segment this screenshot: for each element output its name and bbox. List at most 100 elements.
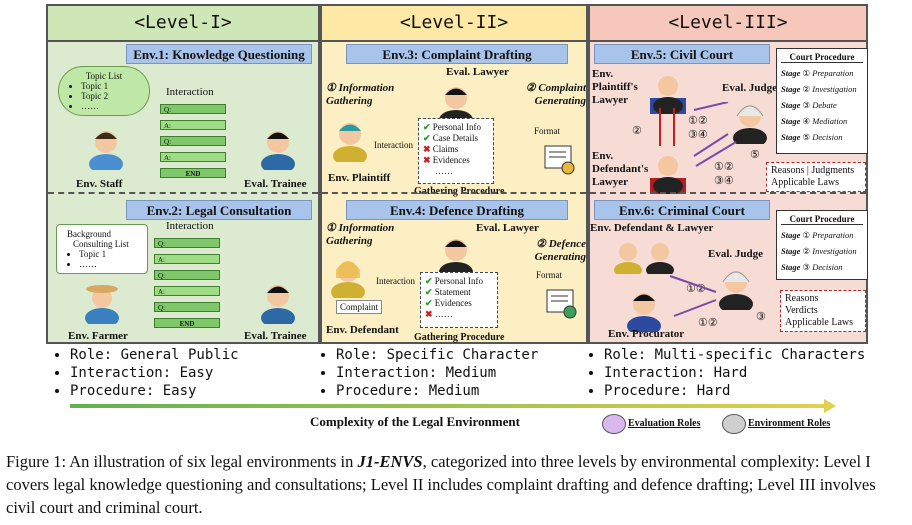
cloud-title: Topic List (85, 71, 123, 81)
env5-step-num: ③④ (714, 175, 734, 187)
eval-role-legend: Evaluation Roles (628, 418, 701, 429)
trait: Interaction: Easy (70, 364, 239, 382)
env2-end: END (154, 318, 220, 328)
env6-title: Env.6: Criminal Court (594, 200, 770, 220)
level-3-traits: Role: Multi-specific Characters Interact… (586, 346, 865, 400)
env5-step-num: ⑤ (750, 149, 760, 161)
env5-step-num: ①② (688, 115, 708, 127)
env3-checklist: ✔ Personal Info ✔ Case Details ✖ Claims … (418, 118, 494, 184)
checklist-item: …… (435, 166, 453, 176)
defendant-lawyer-avatar (650, 156, 686, 194)
stage-name: Investigation (812, 84, 857, 94)
card-item: …… (79, 259, 137, 269)
env6-procurator-label: Env. Procurator (608, 328, 685, 340)
stage-num: ② (802, 84, 811, 94)
env-role-swatch (722, 414, 746, 434)
procedure-title: Court Procedure (781, 214, 863, 225)
stage-word: Stage (781, 116, 801, 126)
env4-title: Env.4: Defence Drafting (346, 200, 568, 220)
trait: Role: General Public (70, 346, 239, 364)
stage-word: Stage (781, 132, 801, 142)
eval-role-swatch (602, 414, 626, 434)
env4-format-label: Format (536, 270, 562, 280)
cloud-item: Topic 2 (81, 91, 139, 101)
env5-title: Env.5: Civil Court (594, 44, 770, 64)
level-2-divider (322, 192, 586, 194)
env5-result-box: Reasons | Judgments Applicable Laws (766, 162, 866, 192)
env4-checklist: ✔ Personal Info ✔ Statement ✔ Evidences … (420, 272, 498, 328)
caption-name: J1-ENVS (357, 452, 423, 471)
stage-name: Mediation (812, 116, 848, 126)
stage-num: ② (802, 246, 811, 256)
trait: Interaction: Hard (604, 364, 865, 382)
stage-name: Investigation (812, 246, 857, 256)
level-3-divider (590, 192, 866, 194)
checklist-item: Personal Info (432, 122, 482, 132)
checklist-item: Statement (434, 287, 471, 297)
env3-format-label: Format (534, 126, 560, 136)
procedure-title: Court Procedure (781, 52, 863, 63)
complexity-arrow-head (824, 399, 836, 413)
stage-word: Stage (781, 68, 801, 78)
farmer-avatar (85, 285, 119, 324)
trainee-avatar (261, 131, 295, 170)
env-role-legend: Environment Roles (748, 418, 831, 429)
env1-interaction-label: Interaction (166, 86, 214, 98)
trait: Procedure: Hard (604, 382, 865, 400)
level-3-panel: <Level-III> Env.5: Civil Court Env. Plai… (588, 4, 868, 344)
env3-lawyer-label: Eval. Lawyer (446, 66, 509, 78)
trainee-avatar (261, 285, 295, 324)
level-2-header: <Level-II> (322, 6, 586, 42)
env5-step-num: ② (632, 125, 642, 137)
checklist-item: Claims (432, 144, 459, 154)
env4-step1: ① Information Gathering (326, 222, 395, 247)
env5-step-num: ③④ (688, 129, 708, 141)
stage-num: ③ (802, 262, 811, 272)
cloud-item: Topic 1 (81, 81, 139, 91)
result-item: Verdicts (785, 305, 818, 316)
card-subtitle: Consulting List (73, 239, 129, 249)
defendant-avatar (331, 261, 365, 298)
env4-complaint-doc: Complaint (336, 300, 382, 314)
env2-row: Q: (154, 270, 220, 280)
env5-step-num: ①② (714, 161, 734, 173)
complexity-arrow (70, 404, 826, 408)
stage-num: ① (802, 68, 811, 78)
env4-lawyer-label: Eval. Lawyer (476, 222, 539, 234)
trait: Role: Multi-specific Characters (604, 346, 865, 364)
level-2-panel: <Level-II> Env.3: Complaint Drafting Eva… (320, 4, 588, 344)
stage-word: Stage (781, 262, 801, 272)
env3-interaction-label: Interaction (374, 140, 413, 150)
env1-topic-cloud: Topic List Topic 1 Topic 2 …… (58, 66, 150, 116)
env2-trainee-label: Eval. Trainee (244, 330, 307, 342)
stage-num: ① (802, 230, 811, 240)
env2-row: A: (154, 286, 220, 296)
judge-avatar (719, 271, 753, 310)
complexity-label: Complexity of the Legal Environment (310, 414, 520, 429)
env1-end: END (160, 168, 226, 178)
level-1-traits: Role: General Public Interaction: Easy P… (52, 346, 239, 400)
result-item: Applicable Laws (785, 317, 854, 328)
figure-caption: Figure 1: An illustration of six legal e… (6, 450, 906, 519)
env1-row: A: (160, 120, 226, 130)
certificate-icon (544, 145, 575, 175)
env3-plaintiff-label: Env. Plaintiff (328, 172, 391, 184)
caption-prefix: Figure 1: An illustration of six legal e… (6, 452, 358, 471)
env2-background-card: Background Consulting List Topic 1 …… (56, 224, 148, 274)
env6-procedure-box: Court Procedure Stage ① Preparation Stag… (776, 210, 868, 280)
stage-num: ④ (802, 116, 811, 126)
env6-step-num: ③ (756, 311, 766, 323)
stage-word: Stage (781, 246, 801, 256)
level-1-header: <Level-I> (48, 6, 318, 42)
env4-interaction-label: Interaction (376, 276, 415, 286)
env1-title: Env.1: Knowledge Questioning (126, 44, 312, 64)
env6-judge-label: Eval. Judge (708, 248, 764, 260)
env1-row: A: (160, 152, 226, 162)
trait: Procedure: Easy (70, 382, 239, 400)
card-item: Topic 1 (79, 249, 137, 259)
checklist-item: Evidences (434, 298, 472, 308)
env2-farmer-label: Env. Farmer (68, 330, 128, 342)
level-1-divider (48, 192, 318, 194)
env3-title: Env.3: Complaint Drafting (346, 44, 568, 64)
stage-name: Debate (812, 100, 837, 110)
